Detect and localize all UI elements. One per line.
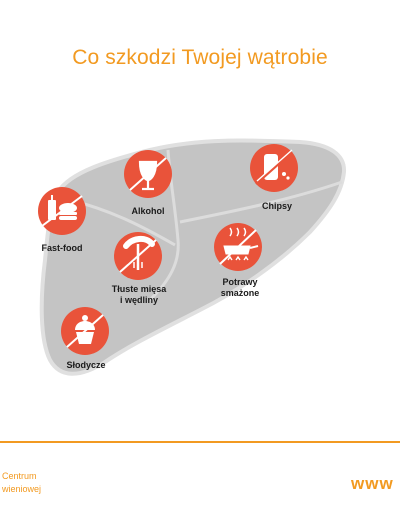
label-fatty-meats: Tłuste mięsa i wędliny bbox=[111, 284, 167, 305]
label-sweets: Słodycze bbox=[66, 360, 106, 370]
page-title: Co szkodzi Twojej wątrobie bbox=[72, 46, 328, 69]
alcohol-badge bbox=[124, 150, 172, 198]
meat-badge bbox=[114, 232, 162, 280]
label-fast-food: Fast-food bbox=[41, 243, 83, 253]
frying-pan-icon bbox=[223, 227, 259, 261]
footer-brand-line2: wieniowej bbox=[2, 484, 42, 494]
sweets-badge bbox=[61, 307, 109, 355]
wine-glass-icon bbox=[138, 160, 158, 191]
footer-divider bbox=[0, 441, 400, 443]
footer-website[interactable]: www bbox=[351, 474, 394, 493]
chips-badge bbox=[250, 144, 298, 192]
label-alcohol: Alkohol bbox=[131, 206, 165, 216]
footer-brand: Centrum wieniowej bbox=[2, 470, 41, 496]
label-chips: Chipsy bbox=[261, 201, 293, 211]
liver-shape bbox=[39, 138, 347, 376]
fried-badge bbox=[214, 223, 262, 271]
footer-brand-line1: Centrum bbox=[2, 471, 37, 481]
fast-food-badge bbox=[38, 187, 86, 235]
label-fried-food: Potrawy smażone bbox=[220, 277, 260, 298]
